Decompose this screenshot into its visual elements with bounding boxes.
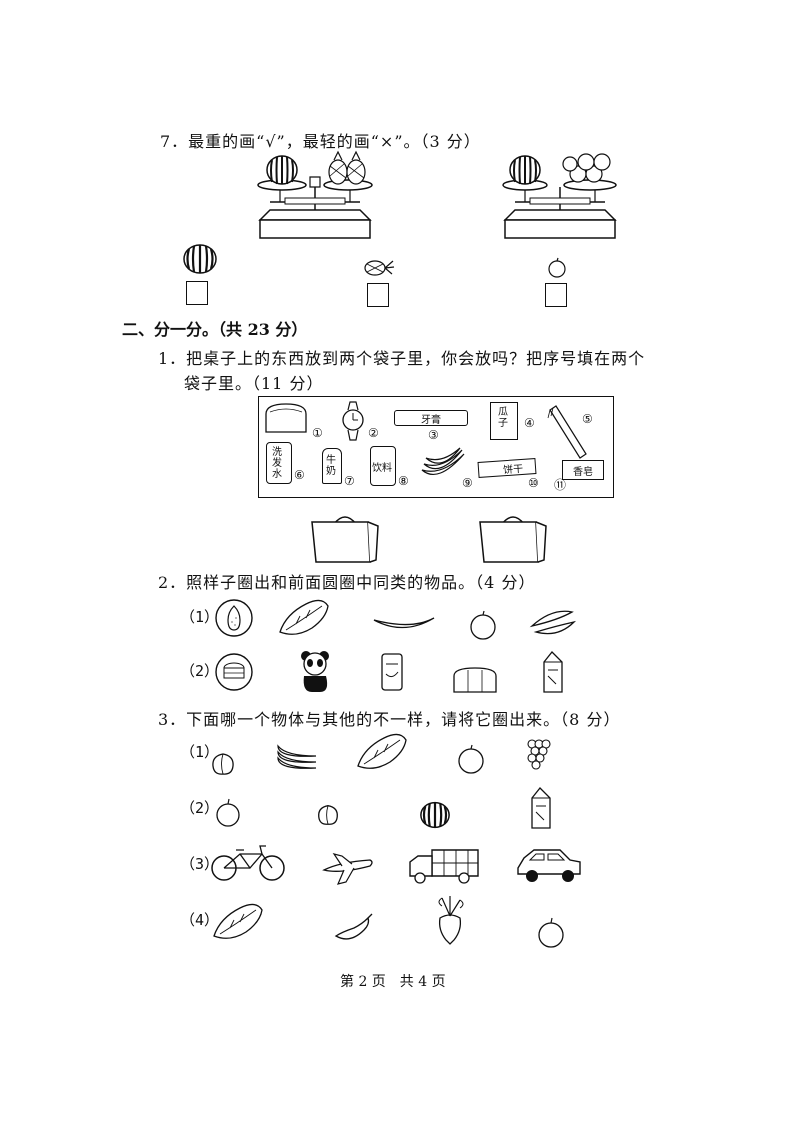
cabbage-q3-row4-icon xyxy=(210,898,268,944)
bread-icon xyxy=(262,400,310,436)
car-icon xyxy=(514,844,584,882)
bag-left-icon[interactable] xyxy=(310,512,380,564)
item-num-9: ⑨ xyxy=(462,476,473,490)
q2-row1-label: （1） xyxy=(180,608,220,626)
toothpaste-icon: 牙膏 xyxy=(394,410,468,426)
item-num-1: ① xyxy=(312,426,323,440)
drink-can-icon: 饮料 xyxy=(370,446,396,486)
q1-line2: 袋子里。（11 分） xyxy=(184,374,324,393)
panda-icon xyxy=(301,651,329,692)
toothpaste-label: 牙膏 xyxy=(421,415,441,426)
answer-box-watermelon[interactable] xyxy=(186,281,208,305)
cabbage-q3-icon xyxy=(354,728,412,774)
cucumber-icon xyxy=(372,614,436,636)
bicycle-icon xyxy=(210,842,286,882)
watermelon-icon xyxy=(183,243,217,275)
apple-q2-icon xyxy=(468,610,498,640)
pineapple-icon xyxy=(363,255,395,277)
item-num-7: ⑦ xyxy=(344,474,355,488)
answer-box-apple[interactable] xyxy=(545,283,567,307)
table-items-box xyxy=(258,396,614,498)
balance-scale-2-icon xyxy=(495,152,625,242)
shampoo-label: 洗发水 xyxy=(272,447,282,480)
grapes-icon xyxy=(526,736,552,776)
bananas-icon xyxy=(418,446,468,486)
apple-q3-row2-icon xyxy=(214,798,242,828)
cake-in-circle-icon xyxy=(214,652,254,692)
item-num-2: ② xyxy=(368,426,379,440)
peach-icon xyxy=(210,750,236,776)
shampoo-icon: 洗发水 xyxy=(266,442,292,484)
q1-line1: 1．把桌子上的东西放到两个袋子里，你会放吗？把序号填在两个 xyxy=(158,349,646,368)
milk-label: 牛奶 xyxy=(326,455,336,477)
q2-text: 2．照样子圈出和前面圆圈中同类的物品。（4 分） xyxy=(158,573,536,592)
q7-text: 7．最重的画“√”，最轻的画“×”。（3 分） xyxy=(160,132,481,151)
soap-icon: 香皂 xyxy=(562,460,604,480)
q3-row1-label: （1） xyxy=(180,743,220,761)
balance-scale-1-icon xyxy=(250,152,380,242)
milk-icon: 牛奶 xyxy=(322,448,342,484)
page-footer: 第 2 页 共 4 页 xyxy=(340,974,446,990)
pear-in-circle-icon xyxy=(214,598,254,638)
eggplant-icon xyxy=(334,914,374,944)
watermelon-q3-icon xyxy=(420,800,450,830)
milk-carton-q3-icon xyxy=(528,786,554,830)
watch-icon xyxy=(338,400,368,442)
biscuit-label: 饼干 xyxy=(502,463,524,477)
item-num-5: ⑤ xyxy=(582,412,593,426)
airplane-icon xyxy=(320,852,376,886)
q2-row2-label: （2） xyxy=(180,662,220,680)
item-num-10: ⑩ xyxy=(528,476,539,490)
section2-title: 二、分一分。（共 23 分） xyxy=(122,320,308,339)
answer-box-pineapple[interactable] xyxy=(367,283,389,307)
item-num-6: ⑥ xyxy=(294,468,305,482)
drink-label: 饮料 xyxy=(372,463,392,474)
bananas-q3-icon xyxy=(276,738,320,774)
item-num-3: ③ xyxy=(428,428,439,442)
peach-q3-row2-icon xyxy=(316,802,340,826)
soap-label: 香皂 xyxy=(573,467,593,478)
apple-q3-icon xyxy=(456,744,486,774)
can-icon xyxy=(380,652,404,692)
q3-row2-label: （2） xyxy=(180,799,220,817)
melon-slices-icon xyxy=(528,606,578,642)
bread-q2-icon xyxy=(450,666,500,694)
radish-icon xyxy=(432,894,468,946)
q3-row3-label: （3） xyxy=(180,855,220,873)
apple-q3-row4-icon xyxy=(536,916,566,948)
truck-icon xyxy=(408,846,480,886)
item-num-8: ⑧ xyxy=(398,474,409,488)
cabbage-icon xyxy=(276,594,334,640)
q3-row4-label: （4） xyxy=(180,911,220,929)
seeds-bag-icon: 瓜子 xyxy=(490,402,518,440)
milk-carton-icon xyxy=(540,650,566,694)
toothbrush-icon xyxy=(546,404,592,460)
item-num-4: ④ xyxy=(524,416,535,430)
item-num-11: ⑪ xyxy=(554,478,567,492)
q3-text: 3．下面哪一个物体与其他的不一样，请将它圈出来。（8 分） xyxy=(158,710,621,729)
bag-right-icon[interactable] xyxy=(478,512,548,564)
seeds-label: 瓜子 xyxy=(498,407,508,429)
apple-icon xyxy=(547,258,567,278)
